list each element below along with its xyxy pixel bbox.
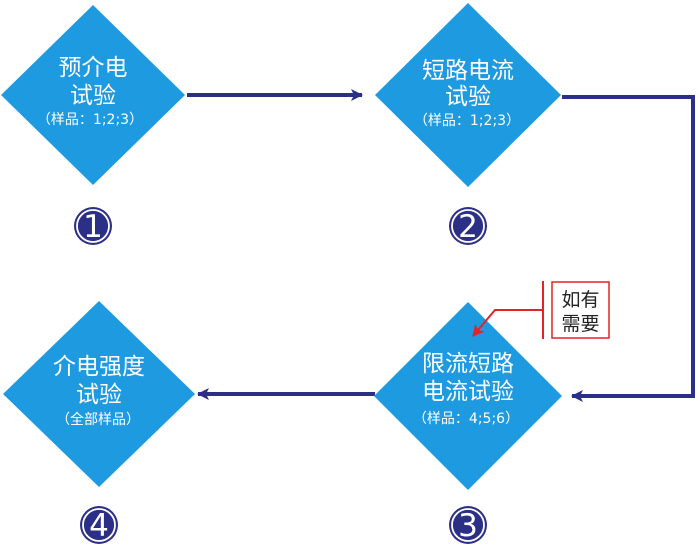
badge-3-number: 3 <box>458 508 478 544</box>
badge-4-number: 4 <box>89 508 109 544</box>
step-4-diamond <box>3 301 195 487</box>
note-pointer-arrow <box>472 309 543 337</box>
step-2-diamond <box>375 3 561 187</box>
step-2-title-line2: 试验 <box>445 84 491 110</box>
step-badges: 1 2 3 4 <box>74 207 487 544</box>
step-4-title-line2: 试验 <box>76 382 122 408</box>
step-4: 介电强度 试验 （全部样品） <box>3 301 195 487</box>
conditional-note: 如有 需要 <box>472 281 610 339</box>
badge-2-number: 2 <box>458 209 478 245</box>
step-4-title-line1: 介电强度 <box>53 354 145 380</box>
step-2-title-line1: 短路电流 <box>422 58 514 84</box>
step-3-title-line2: 电流试验 <box>422 379 514 405</box>
step-3-samples: （样品：4;5;6） <box>413 411 519 427</box>
step-1-diamond <box>1 5 185 185</box>
step-1: 预介电 试验 （样品：1;2;3） <box>1 5 185 185</box>
badge-3: 3 <box>449 506 487 544</box>
step-3: 限流短路 电流试验 （样品：4;5;6） <box>374 302 562 490</box>
step-1-title-line1: 预介电 <box>59 55 128 81</box>
arrow-step2-to-step3 <box>562 95 695 402</box>
step-2: 短路电流 试验 （样品：1;2;3） <box>375 3 561 187</box>
badge-1: 1 <box>74 207 112 245</box>
flow-arrows <box>187 89 695 402</box>
step-4-samples: （全部样品） <box>56 411 140 428</box>
badge-1-number: 1 <box>83 209 103 245</box>
step-3-diamond <box>374 302 562 490</box>
note-box <box>551 281 610 339</box>
note-line2: 需要 <box>561 313 599 335</box>
note-line1: 如有 <box>561 289 599 311</box>
step-1-samples: （样品：1;2;3） <box>37 112 143 128</box>
badge-4: 4 <box>80 506 118 544</box>
badge-2: 2 <box>449 207 487 245</box>
step-2-samples: （样品：1;2;3） <box>414 113 520 129</box>
step-3-title-line1: 限流短路 <box>422 351 514 377</box>
step-1-title-line2: 试验 <box>70 83 116 109</box>
